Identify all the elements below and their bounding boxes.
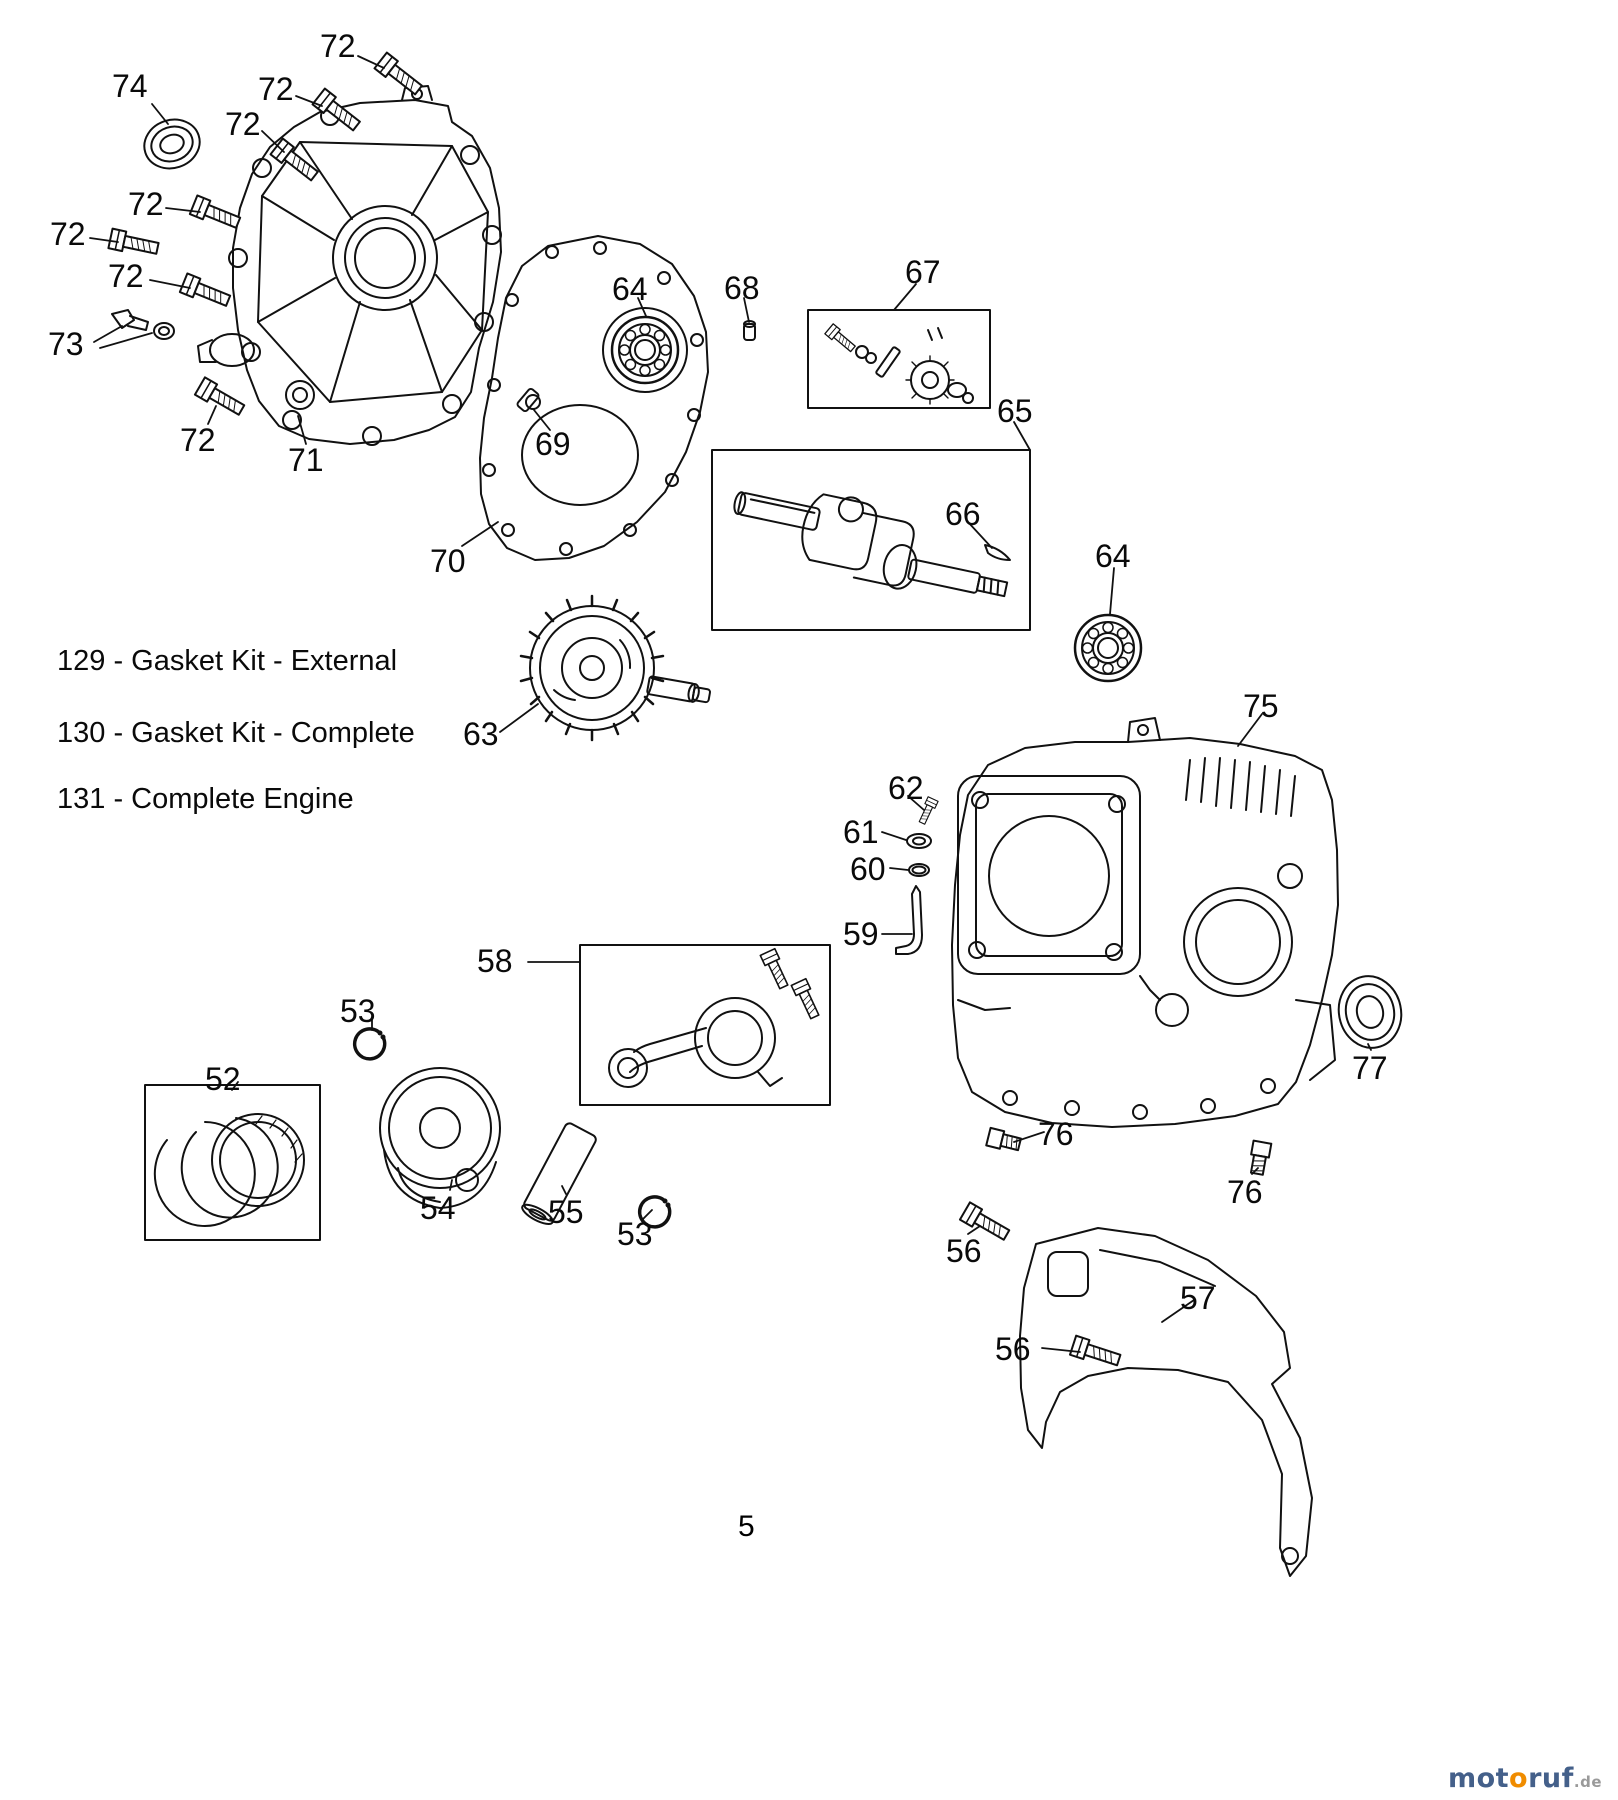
callout-55: 55	[548, 1194, 584, 1230]
piston-54-drawing	[379, 1067, 501, 1209]
piston-pin-55-drawing	[521, 1122, 597, 1225]
callout-74: 74	[112, 68, 148, 104]
crankcase-cover-drawing	[197, 85, 502, 446]
callout-56: 56	[995, 1331, 1031, 1367]
callout-70: 70	[430, 543, 466, 579]
callout-63: 63	[463, 716, 499, 752]
callout-66: 66	[945, 496, 981, 532]
brand-tld: .de	[1573, 1773, 1602, 1791]
callout-69: 69	[535, 426, 571, 462]
callout-72: 72	[128, 186, 164, 222]
oil-seal-74-drawing	[143, 118, 201, 170]
callout-72: 72	[50, 216, 86, 252]
callout-72: 72	[225, 106, 261, 142]
callout-57: 57	[1180, 1280, 1216, 1316]
callout-72: 72	[258, 71, 294, 107]
callout-61: 61	[843, 814, 879, 850]
brand-text: mot	[1447, 1763, 1510, 1794]
oil-parts-59-62-drawing	[895, 796, 939, 955]
callout-73: 73	[48, 326, 84, 362]
note-gasket-kit-complete: 130 - Gasket Kit - Complete	[57, 717, 415, 749]
callout-67: 67	[905, 254, 941, 290]
callout-52: 52	[205, 1061, 241, 1097]
brand-text-o: o	[1509, 1763, 1529, 1794]
camshaft-63-drawing	[519, 594, 711, 742]
note-complete-engine: 131 - Complete Engine	[57, 783, 354, 815]
brand-text: ruf	[1528, 1763, 1574, 1794]
callout-65: 65	[997, 393, 1033, 429]
callout-60: 60	[850, 851, 886, 887]
callout-76: 76	[1038, 1116, 1074, 1152]
callout-56: 56	[946, 1233, 982, 1269]
page-number: 5	[738, 1510, 755, 1543]
callout-53: 53	[617, 1216, 653, 1252]
key-66-drawing	[984, 544, 1011, 561]
callout-59: 59	[843, 916, 879, 952]
leader-lines	[89, 55, 1372, 1353]
pin-68-drawing	[743, 320, 756, 341]
note-gasket-kit-external: 129 - Gasket Kit - External	[57, 645, 398, 677]
brand-watermark[interactable]: motoruf.de	[1448, 1763, 1602, 1794]
callout-76: 76	[1227, 1174, 1263, 1210]
plug-73-drawing	[111, 309, 175, 340]
callout-71: 71	[288, 442, 324, 478]
callout-64: 64	[612, 271, 648, 307]
governor-assembly-67-drawing	[807, 309, 991, 409]
callout-72: 72	[320, 28, 356, 64]
callout-72: 72	[108, 258, 144, 294]
callout-68: 68	[724, 270, 760, 306]
baffle-plate-57-drawing	[1019, 1227, 1313, 1577]
cylinder-block-75-drawing	[951, 717, 1339, 1128]
piston-rings-52-drawing	[144, 1084, 321, 1241]
callout-72: 72	[180, 422, 216, 458]
callout-62: 62	[888, 770, 924, 806]
circlip-53-drawing	[352, 1027, 388, 1061]
callout-77: 77	[1352, 1050, 1388, 1086]
connecting-rod-58-drawing	[579, 944, 831, 1106]
gasket-70-drawing	[479, 235, 709, 561]
callout-64: 64	[1095, 538, 1131, 574]
callout-75: 75	[1243, 688, 1279, 724]
dowel-69-drawing	[516, 387, 540, 413]
bearing-64-drawing	[1073, 613, 1143, 683]
callout-58: 58	[477, 943, 513, 979]
oil-seal-77-drawing	[1337, 975, 1403, 1049]
callout-53: 53	[340, 993, 376, 1029]
callout-54: 54	[420, 1190, 456, 1226]
crankshaft-65-drawing	[711, 449, 1031, 631]
bearing-64-drawing	[610, 315, 680, 385]
plug-76-drawing	[1247, 1139, 1273, 1177]
